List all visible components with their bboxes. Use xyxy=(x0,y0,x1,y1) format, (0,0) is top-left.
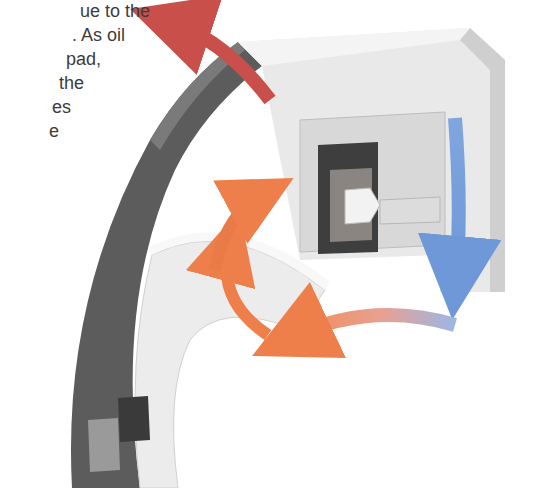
text-fragment: . As oil xyxy=(72,24,125,46)
warm-oil-arrow xyxy=(227,245,268,335)
oil-flow-arrow xyxy=(290,315,455,338)
hot-oil-arrow xyxy=(170,22,270,100)
housing-side xyxy=(460,28,505,292)
warm-oil-arrow xyxy=(215,195,262,270)
text-fragment: ue to the xyxy=(80,0,150,22)
pad-edge xyxy=(148,233,330,290)
retainer-plate xyxy=(88,418,120,472)
pivot-hex xyxy=(345,188,380,224)
text-fragment: the xyxy=(59,72,84,94)
text-fragment: e xyxy=(49,120,59,142)
tilting-pad xyxy=(135,241,325,488)
pivot-stub xyxy=(380,197,440,224)
text-fragment: es xyxy=(52,96,71,118)
retainer-block xyxy=(118,396,150,442)
text-fragment: pad, xyxy=(66,48,101,70)
cool-oil-arrow xyxy=(455,118,459,278)
housing-top xyxy=(238,28,470,66)
